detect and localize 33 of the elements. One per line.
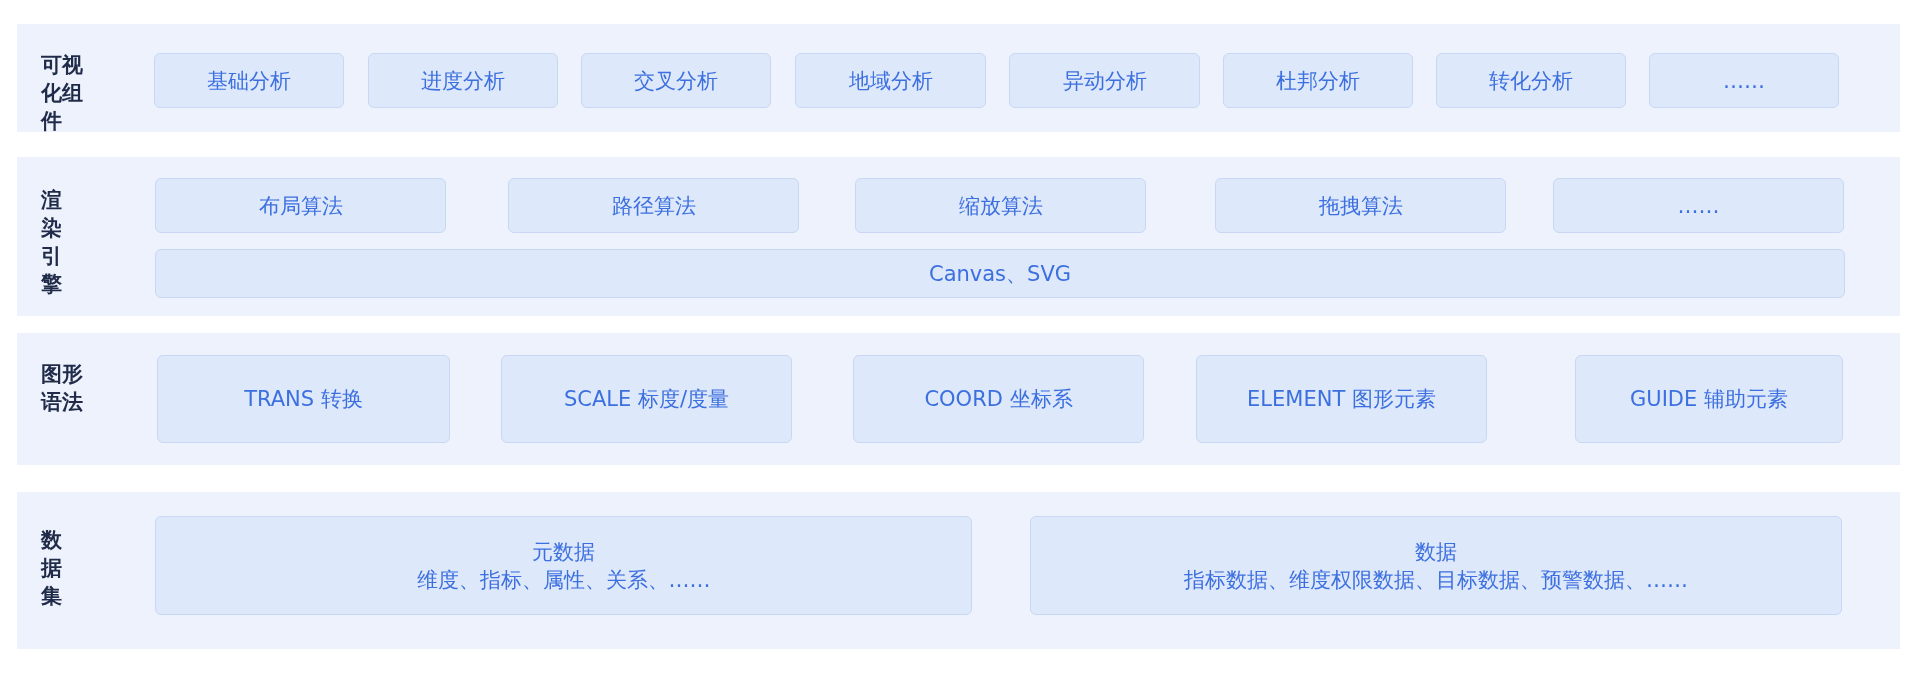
component-box: 路径算法 [508,178,799,233]
component-box: SCALE 标度/度量 [501,355,792,443]
component-box [155,516,972,615]
layer-band [17,492,1900,649]
component-box: Canvas、SVG [155,249,1845,298]
component-box: 进度分析 [368,53,558,108]
box-text: 维度、指标、属性、关系、…… [416,566,711,594]
box-text: 指标数据、维度权限数据、目标数据、预警数据、…… [1184,566,1688,594]
component-box: …… [1553,178,1844,233]
component-box: 异动分析 [1009,53,1200,108]
box-title: 数据 [1415,538,1457,566]
component-box: 基础分析 [154,53,344,108]
component-box: 缩放算法 [855,178,1146,233]
component-box: ELEMENT 图形元素 [1196,355,1487,443]
layer-band [17,157,1900,316]
component-box: COORD 坐标系 [853,355,1144,443]
layer-heading: 数据集 [41,527,63,610]
component-box: 地域分析 [795,53,986,108]
component-box: 转化分析 [1436,53,1626,108]
component-box: 交叉分析 [581,53,771,108]
box-title: 元数据 [532,538,595,566]
component-box: 布局算法 [155,178,446,233]
component-box: TRANS 转换 [157,355,450,443]
layer-band [17,333,1900,465]
layer-heading: 可视化组件 [41,52,84,135]
component-box: 杜邦分析 [1223,53,1413,108]
component-box: 拖拽算法 [1215,178,1506,233]
component-box [1030,516,1842,615]
component-box: GUIDE 辅助元素 [1575,355,1843,443]
layer-heading: 图形语法 [41,361,84,416]
layer-band [17,24,1900,132]
layer-heading: 渲染引擎 [41,187,63,298]
component-box: …… [1649,53,1839,108]
